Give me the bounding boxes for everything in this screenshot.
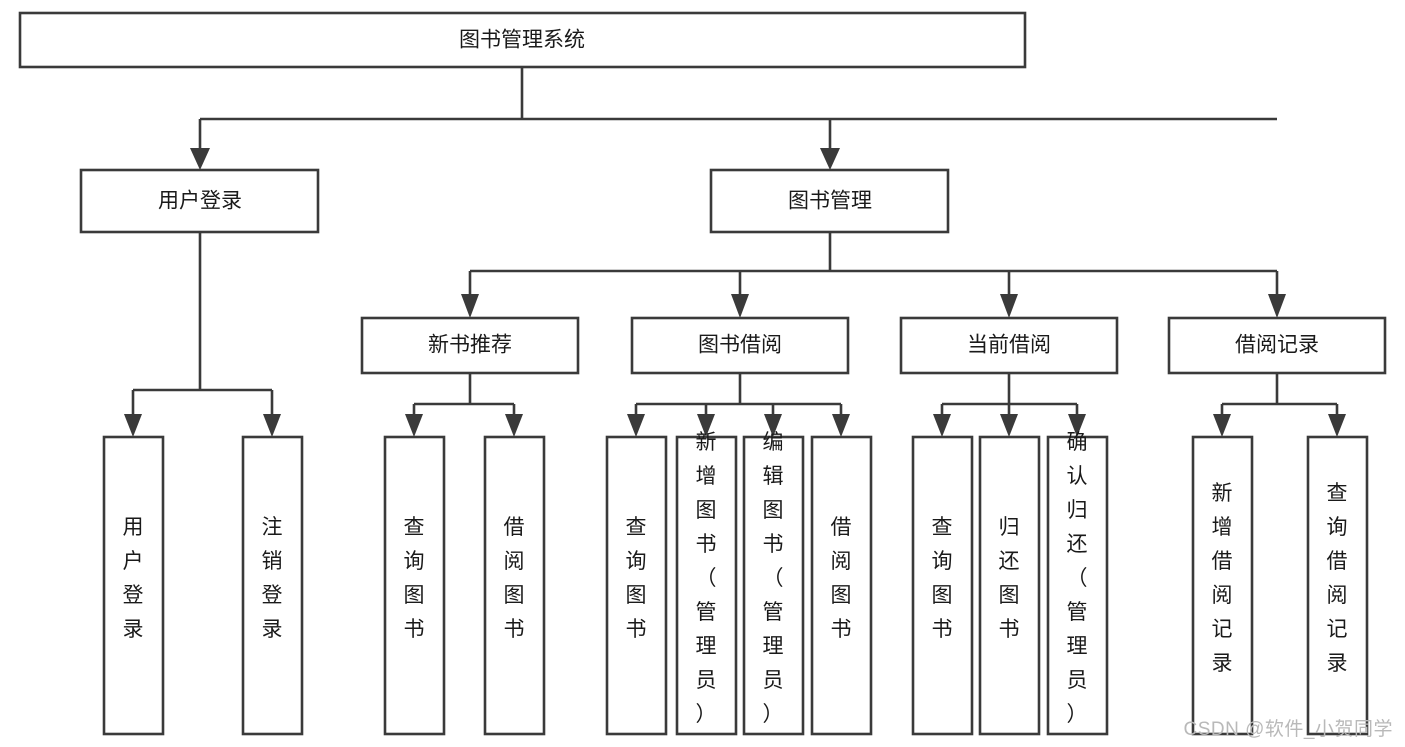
connector-group-user-login (124, 232, 281, 437)
arrowhead-borrow-record (1268, 294, 1286, 318)
connector-group-current-borrow (933, 373, 1086, 437)
leaf-node[interactable]: 注销登录 (241, 435, 304, 736)
leaf-cb-2-box[interactable] (1046, 435, 1109, 736)
leaf-br-0-box[interactable] (1191, 435, 1254, 736)
leaf-bb-2-label: 编辑图书（管理员） (763, 431, 784, 726)
leaf-cb-1-label: 归还图书 (999, 516, 1020, 641)
arrowhead-book-manage (820, 148, 840, 170)
leaf-cb-0-box[interactable] (911, 435, 974, 736)
connector-group-book-manage (461, 232, 1286, 318)
leaf-node[interactable]: 借阅图书 (483, 435, 546, 736)
leaf-user-login-0-box[interactable] (102, 435, 165, 736)
arrowhead-bb-leaf-3 (832, 414, 850, 437)
leaf-nbr-1-box[interactable] (483, 435, 546, 736)
arrowhead-br-leaf-0 (1213, 414, 1231, 437)
leaf-nbr-0-label: 查询图书 (404, 516, 425, 641)
arrowhead-new-book-recommend (461, 294, 479, 318)
leaf-bb-1-box[interactable] (675, 435, 738, 736)
node-current-borrow-label: 当前借阅 (967, 334, 1051, 357)
arrowhead-user-login-leaf-1 (263, 414, 281, 437)
leaf-user-login-0-label: 用户登录 (123, 516, 144, 641)
arrowhead-br-leaf-1 (1328, 414, 1346, 437)
node-current-borrow[interactable]: 当前借阅 (899, 316, 1119, 375)
node-borrow-record[interactable]: 借阅记录 (1167, 316, 1387, 375)
leaf-cb-0-label: 查询图书 (932, 516, 953, 641)
leaf-bb-3-box[interactable] (810, 435, 873, 736)
leaf-node[interactable]: 查询图书 (383, 435, 446, 736)
node-root-label: 图书管理系统 (459, 29, 585, 52)
node-root-box[interactable] (18, 11, 1027, 69)
arrowhead-bb-leaf-1 (697, 414, 715, 437)
connector-group-new-book-recommend (405, 373, 523, 437)
node-current-borrow-box[interactable] (899, 316, 1119, 375)
node-user-login-label: 用户登录 (158, 190, 242, 213)
leaf-br-1-box[interactable] (1306, 435, 1369, 736)
leaf-bb-0-label: 查询图书 (626, 516, 647, 641)
leaf-node[interactable]: 查询图书 (911, 435, 974, 736)
leaf-cb-2-label: 确认归还（管理员） (1067, 431, 1088, 726)
leaf-nbr-0-box[interactable] (383, 435, 446, 736)
arrowhead-user-login (190, 148, 210, 170)
leaf-node[interactable]: 借阅图书 (810, 435, 873, 736)
leaf-br-0-label: 新增借阅记录 (1212, 482, 1233, 675)
node-book-borrow[interactable]: 图书借阅 (630, 316, 850, 375)
leaf-node[interactable]: 新增图书（管理员） (675, 431, 738, 736)
arrowhead-bb-leaf-2 (764, 414, 782, 437)
node-root[interactable]: 图书管理系统 (18, 11, 1027, 69)
leaf-node[interactable]: 查询图书 (605, 435, 668, 736)
leaf-user-login-1-label: 注销登录 (262, 516, 283, 641)
node-book-manage[interactable]: 图书管理 (709, 168, 950, 234)
arrowhead-cb-leaf-2 (1068, 414, 1086, 437)
node-new-book-recommend[interactable]: 新书推荐 (360, 316, 580, 375)
node-book-manage-label: 图书管理 (788, 190, 872, 213)
arrowhead-user-login-leaf-0 (124, 414, 142, 437)
node-book-manage-box[interactable] (709, 168, 950, 234)
arrowhead-nbr-leaf-0 (405, 414, 423, 437)
arrowhead-book-borrow (731, 294, 749, 318)
node-book-borrow-label: 图书借阅 (698, 334, 782, 357)
arrowhead-cb-leaf-0 (933, 414, 951, 437)
leaf-user-login-1-box[interactable] (241, 435, 304, 736)
leaf-nbr-1-label: 借阅图书 (504, 516, 525, 641)
connector-group-book-borrow (627, 373, 850, 437)
node-user-login[interactable]: 用户登录 (79, 168, 320, 234)
leaf-br-1-label: 查询借阅记录 (1327, 482, 1348, 675)
leaf-cb-1-box[interactable] (978, 435, 1041, 736)
arrowhead-bb-leaf-0 (627, 414, 645, 437)
leaf-bb-3-label: 借阅图书 (831, 516, 852, 641)
leaf-node[interactable]: 用户登录 (102, 435, 165, 736)
leaf-node[interactable]: 编辑图书（管理员） (742, 431, 805, 736)
node-borrow-record-box[interactable] (1167, 316, 1387, 375)
node-new-book-recommend-label: 新书推荐 (428, 334, 512, 357)
arrowhead-nbr-leaf-1 (505, 414, 523, 437)
connector-group-borrow-record (1213, 373, 1346, 437)
leaf-node[interactable]: 查询借阅记录 (1306, 435, 1369, 736)
arrowhead-cb-leaf-1 (1000, 414, 1018, 437)
leaf-node[interactable]: 归还图书 (978, 435, 1041, 736)
connector-group-root (190, 67, 1277, 170)
leaf-bb-1-label: 新增图书（管理员） (696, 431, 717, 726)
leaf-node[interactable]: 新增借阅记录 (1191, 435, 1254, 736)
node-borrow-record-label: 借阅记录 (1235, 334, 1319, 357)
node-book-borrow-box[interactable] (630, 316, 850, 375)
leaf-bb-2-box[interactable] (742, 435, 805, 736)
leaf-bb-0-box[interactable] (605, 435, 668, 736)
leaf-node[interactable]: 确认归还（管理员） (1046, 431, 1109, 736)
arrowhead-current-borrow (1000, 294, 1018, 318)
node-user-login-box[interactable] (79, 168, 320, 234)
csdn-watermark: CSDN @软件_小贺同学 (1183, 719, 1393, 740)
node-new-book-recommend-box[interactable] (360, 316, 580, 375)
